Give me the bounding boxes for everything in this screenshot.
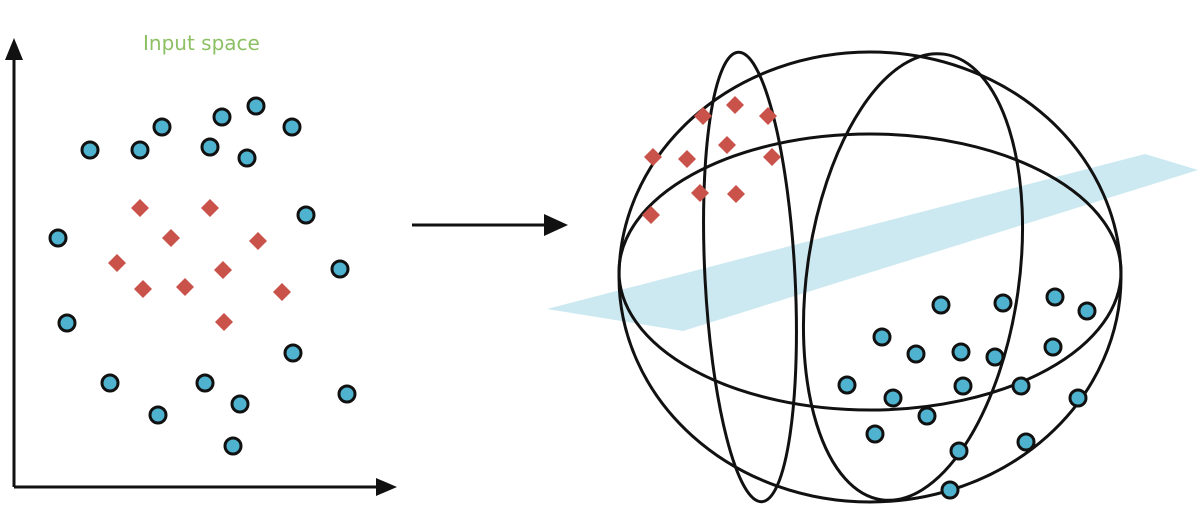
feature-diamond-point (759, 107, 777, 125)
input-circle-point (283, 343, 303, 363)
feature-circle-point (883, 388, 903, 408)
feature-diamond-point (678, 150, 696, 168)
sphere-meridian-left (702, 50, 798, 504)
input-diamond-point (131, 199, 149, 217)
feature-circle-point (837, 375, 857, 395)
input-points (48, 96, 357, 456)
feature-circle-point (993, 293, 1013, 313)
input-diamond-point (249, 232, 267, 250)
input-circle-point (80, 140, 100, 160)
input-diamond-point (273, 283, 291, 301)
sphere-meridian-right (801, 52, 1025, 502)
feature-circle-point (1068, 388, 1088, 408)
input-circle-point (200, 137, 220, 157)
input-circle-point (57, 313, 77, 333)
input-diamond-point (214, 261, 232, 279)
input-space-title: Input space (143, 31, 260, 55)
feature-circle-point (1045, 287, 1065, 307)
feature-diamond-point (718, 136, 736, 154)
input-circle-point (230, 394, 250, 414)
feature-circle-point (949, 441, 969, 461)
input-circle-point (48, 228, 68, 248)
feature-circle-point (953, 376, 973, 396)
feature-diamond-point (763, 148, 781, 166)
sphere-equator (617, 132, 1123, 412)
feature-circle-point (985, 347, 1005, 367)
feature-circle-point (931, 295, 951, 315)
input-circle-point (100, 373, 120, 393)
feature-circle-point (872, 327, 892, 347)
input-circle-point (148, 405, 168, 425)
input-circle-point (246, 96, 266, 116)
feature-diamond-point (694, 107, 712, 125)
feature-circle-point (940, 480, 960, 500)
input-circle-point (282, 117, 302, 137)
feature-points (642, 96, 1097, 500)
feature-diamond-point (642, 206, 660, 224)
input-axes (5, 38, 397, 496)
feature-circle-point (917, 406, 937, 426)
input-circle-point (296, 205, 316, 225)
separating-plane (547, 154, 1198, 331)
input-circle-point (337, 384, 357, 404)
input-circle-point (223, 436, 243, 456)
feature-circle-point (1011, 376, 1031, 396)
input-diamond-point (162, 229, 180, 247)
input-circle-point (152, 117, 172, 137)
feature-circle-point (1077, 301, 1097, 321)
input-diamond-point (215, 313, 233, 331)
feature-circle-point (906, 344, 926, 364)
feature-diamond-point (726, 96, 744, 114)
feature-diamond-point (644, 148, 662, 166)
feature-circle-point (865, 424, 885, 444)
input-diamond-point (176, 278, 194, 296)
input-diamond-point (134, 280, 152, 298)
input-diamond-point (108, 254, 126, 272)
input-diamond-point (201, 199, 219, 217)
y-axis-arrowhead-icon (5, 38, 23, 60)
input-circle-point (195, 373, 215, 393)
input-circle-point (237, 148, 257, 168)
feature-circle-point (951, 342, 971, 362)
x-axis-arrowhead-icon (376, 478, 397, 496)
feature-diamond-point (727, 185, 745, 203)
feature-circle-point (1043, 337, 1063, 357)
wireframe-sphere (617, 50, 1123, 504)
input-circle-point (130, 140, 150, 160)
input-circle-point (330, 259, 350, 279)
feature-diamond-point (691, 184, 709, 202)
feature-circle-point (1016, 432, 1036, 452)
input-circle-point (212, 107, 232, 127)
right-arrow-icon (412, 214, 568, 236)
